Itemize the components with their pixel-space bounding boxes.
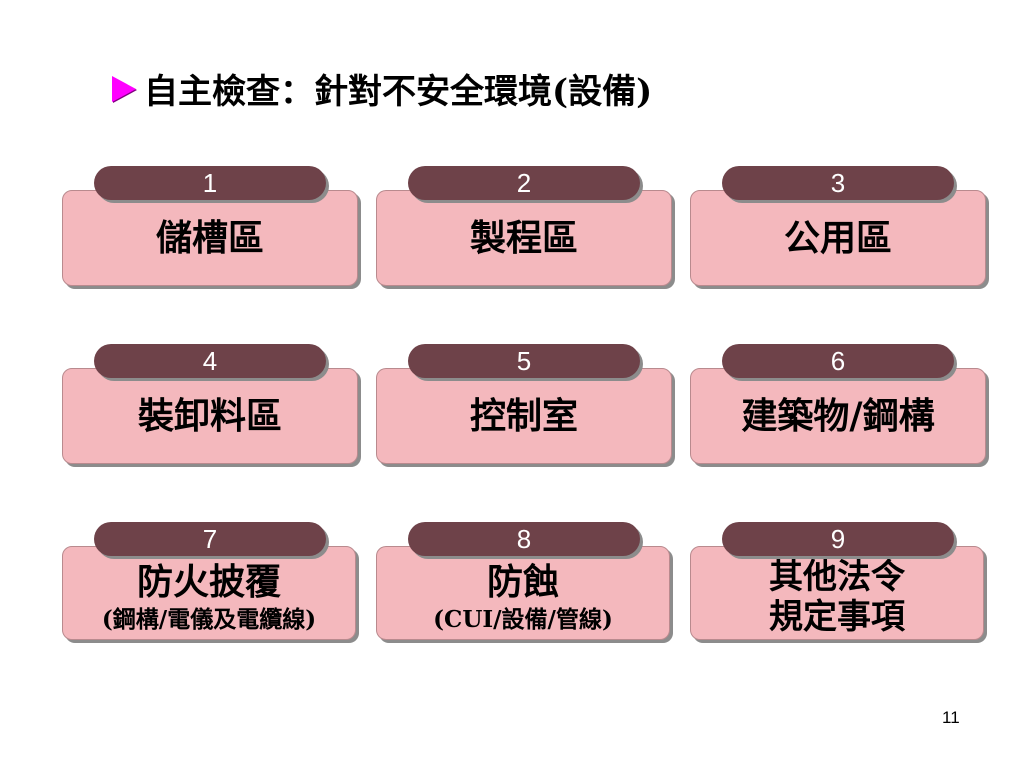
slide-title-text: 自主檢查：針對不安全環境(設備) <box>144 72 653 112</box>
card-number-tab: 6 <box>722 344 954 378</box>
card-label: 防蝕 <box>486 561 559 603</box>
card-number-tab: 9 <box>722 522 954 556</box>
card-number-tab: 5 <box>408 344 640 378</box>
card-number-tab: 1 <box>94 166 326 200</box>
card-label: 防火披覆 <box>136 561 281 603</box>
card-label-line2: 規定事項 <box>769 597 905 637</box>
card-body: 防火披覆 (鋼構/電儀及電纜線) <box>62 546 356 640</box>
card-5: 5 控制室 <box>376 344 672 464</box>
card-body: 儲槽區 <box>62 190 358 286</box>
card-sublabel: (CUI/設備/管線) <box>433 606 613 633</box>
card-number-tab: 7 <box>94 522 326 556</box>
page-number: 11 <box>942 708 960 727</box>
card-6: 6 建築物/鋼構 <box>690 344 986 464</box>
arrow-bullet-icon <box>112 75 136 102</box>
card-label: 建築物/鋼構 <box>741 395 935 437</box>
card-body: 控制室 <box>376 368 672 464</box>
card-body: 建築物/鋼構 <box>690 368 986 464</box>
card-label-line1: 其他法令 <box>769 557 905 597</box>
card-3: 3 公用區 <box>690 166 986 286</box>
card-8: 8 防蝕 (CUI/設備/管線) <box>376 522 672 642</box>
card-number-tab: 3 <box>722 166 954 200</box>
card-sublabel: (鋼構/電儀及電纜線) <box>101 606 317 633</box>
card-body: 裝卸料區 <box>62 368 358 464</box>
slide-title: 自主檢查：針對不安全環境(設備) <box>112 64 652 113</box>
card-7: 7 防火披覆 (鋼構/電儀及電纜線) <box>62 522 358 642</box>
card-body: 其他法令 規定事項 <box>690 546 984 640</box>
card-label: 裝卸料區 <box>137 395 282 437</box>
card-label: 公用區 <box>783 217 892 259</box>
card-number-tab: 8 <box>408 522 640 556</box>
card-body: 製程區 <box>376 190 672 286</box>
card-label: 控制室 <box>469 395 578 437</box>
card-label: 儲槽區 <box>155 217 264 259</box>
card-2: 2 製程區 <box>376 166 672 286</box>
card-number-tab: 2 <box>408 166 640 200</box>
card-9: 9 其他法令 規定事項 <box>690 522 986 642</box>
card-1: 1 儲槽區 <box>62 166 358 286</box>
card-number-tab: 4 <box>94 344 326 378</box>
card-4: 4 裝卸料區 <box>62 344 358 464</box>
card-body: 公用區 <box>690 190 986 286</box>
card-label: 製程區 <box>469 217 578 259</box>
card-body: 防蝕 (CUI/設備/管線) <box>376 546 670 640</box>
